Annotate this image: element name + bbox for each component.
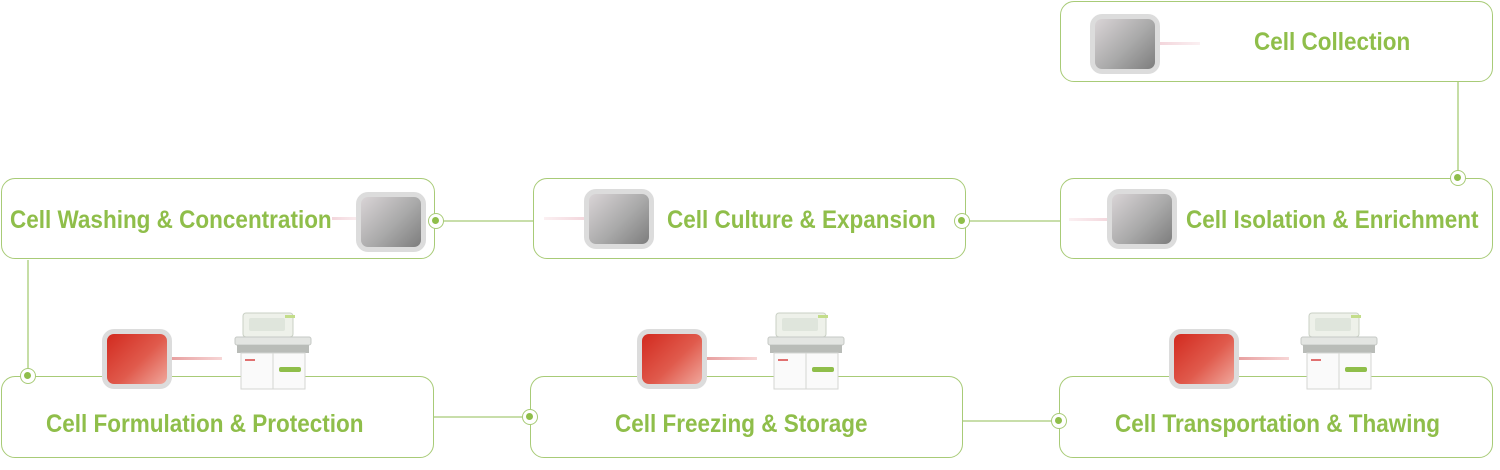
- processing-machine-icon: [767, 312, 845, 390]
- grey-tile-icon: [1090, 14, 1160, 74]
- tile-pin: [707, 357, 757, 360]
- processing-machine-icon: [1300, 312, 1378, 390]
- connector-dot: [1450, 170, 1466, 186]
- step-label: Cell Culture & Expansion: [667, 206, 936, 234]
- step-label: Cell Collection: [1254, 28, 1411, 56]
- connector-dot: [522, 409, 538, 425]
- step-label: Cell Freezing & Storage: [615, 410, 868, 438]
- step-cell-washing-concentration[interactable]: Cell Washing & Concentration: [1, 178, 435, 259]
- connector-dot: [20, 368, 36, 384]
- tile-pin: [1069, 218, 1111, 221]
- tile-pin: [1239, 357, 1289, 360]
- step-cell-culture-expansion[interactable]: Cell Culture & Expansion: [533, 178, 966, 259]
- tile-pin: [1160, 42, 1200, 45]
- step-label: Cell Washing & Concentration: [10, 206, 332, 234]
- step-cell-transportation-thawing[interactable]: Cell Transportation & Thawing: [1059, 376, 1493, 458]
- red-tile-icon: [102, 329, 172, 389]
- step-label: Cell Formulation & Protection: [46, 410, 364, 438]
- step-label: Cell Isolation & Enrichment: [1186, 206, 1479, 234]
- grey-tile-icon: [1107, 189, 1177, 249]
- connector-dot: [428, 213, 444, 229]
- red-tile-icon: [1169, 329, 1239, 389]
- grey-tile-icon: [356, 192, 426, 252]
- tile-pin: [172, 357, 222, 360]
- tile-pin: [544, 217, 586, 220]
- connector-dot: [954, 213, 970, 229]
- tile-pin: [332, 217, 362, 220]
- step-label: Cell Transportation & Thawing: [1115, 410, 1441, 438]
- step-cell-formulation-protection[interactable]: Cell Formulation & Protection: [1, 376, 434, 458]
- step-cell-collection[interactable]: Cell Collection: [1060, 1, 1493, 82]
- step-cell-isolation-enrichment[interactable]: Cell Isolation & Enrichment: [1060, 178, 1493, 259]
- processing-machine-icon: [234, 312, 312, 390]
- red-tile-icon: [637, 329, 707, 389]
- step-cell-freezing-storage[interactable]: Cell Freezing & Storage: [530, 376, 963, 458]
- grey-tile-icon: [584, 189, 654, 249]
- connector-dot: [1051, 413, 1067, 429]
